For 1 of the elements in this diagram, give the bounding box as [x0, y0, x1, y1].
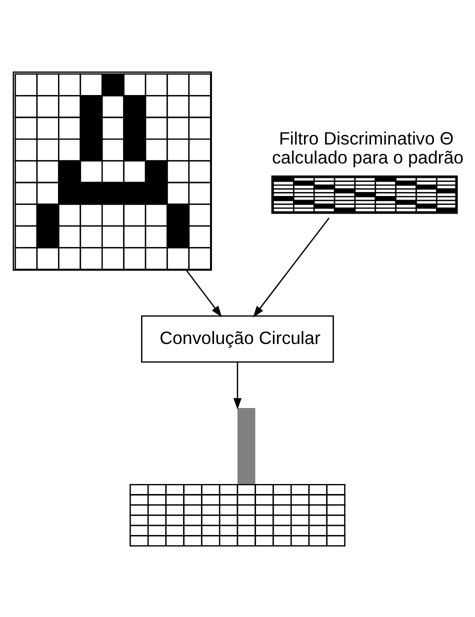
- node-label: Filtro Discriminativo Θ calculado para o padrão: [272, 128, 464, 168]
